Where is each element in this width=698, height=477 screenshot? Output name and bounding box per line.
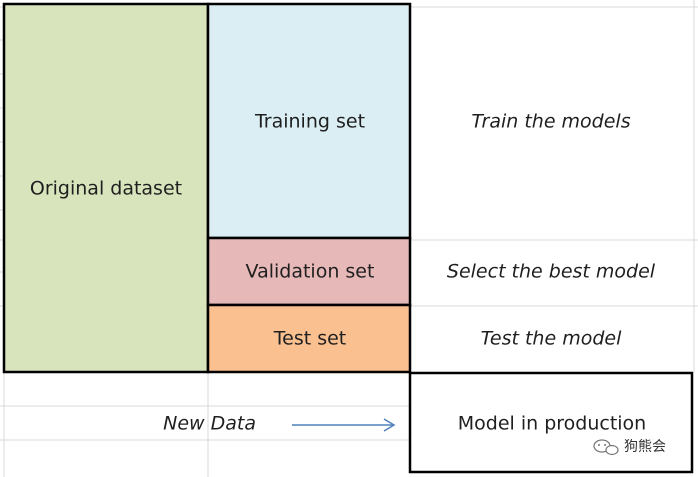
validation-set-box (206, 236, 412, 307)
select-best-model-description: Select the best model (447, 261, 656, 283)
watermark: 狗熊会 (593, 439, 666, 456)
watermark-text: 狗熊会 (624, 439, 666, 455)
model-in-production-label: Model in production (458, 413, 646, 435)
test-model-description: Test the model (481, 328, 622, 350)
model-in-production-box (408, 371, 694, 474)
train-models-description: Train the models (471, 111, 630, 133)
training-set-label: Training set (254, 111, 365, 133)
training-set-box (206, 2, 412, 240)
original-dataset-label: Original dataset (30, 178, 182, 200)
original-dataset-box (2, 2, 210, 374)
test-set-label: Test set (273, 328, 347, 350)
test-set-box (206, 303, 412, 374)
validation-set-label: Validation set (246, 261, 375, 283)
new-data-label: New Data (163, 413, 256, 435)
chat-bubble-icon (593, 439, 619, 456)
arrow-right-icon (292, 418, 396, 432)
